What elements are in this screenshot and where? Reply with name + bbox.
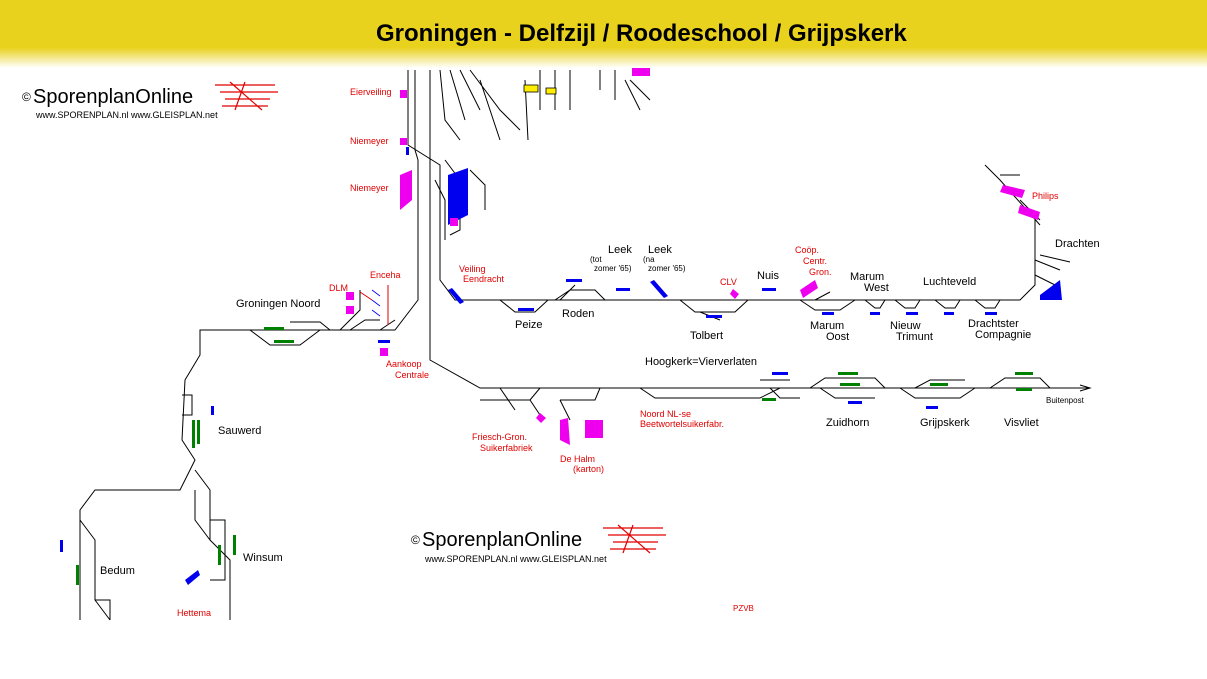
label-friesch-gron: Friesch-Gron.Suikerfabriek <box>472 432 533 453</box>
logo-copyright: © <box>411 533 420 547</box>
header-bar: Groningen - Delfzijl / Roodeschool / Gri… <box>0 0 1207 68</box>
label-dlm: DLM <box>329 283 348 293</box>
platforms-blue <box>60 147 1062 585</box>
label-philips: Philips <box>1032 191 1059 201</box>
siding-marker <box>359 285 389 325</box>
station-roden: Roden <box>562 308 594 320</box>
logo-sub-text: www.SPORENPLAN.nl www.GLEISPLAN.net <box>424 554 607 564</box>
dashed-marks <box>371 289 381 317</box>
track-lines <box>79 69 1090 621</box>
station-groningen-noord: Groningen Noord <box>236 298 320 310</box>
industry-buildings <box>346 68 1040 445</box>
logo-sub-text: www.SPORENPLAN.nl www.GLEISPLAN.net <box>35 110 218 120</box>
page-title: Groningen - Delfzijl / Roodeschool / Gri… <box>376 20 907 47</box>
station-nuis: Nuis <box>757 270 780 282</box>
station-zuidhorn: Zuidhorn <box>826 417 869 429</box>
platforms-green <box>76 327 1033 585</box>
station-peize: Peize <box>515 319 543 331</box>
direction-arrow <box>1079 384 1092 392</box>
station-winsum: Winsum <box>243 552 283 564</box>
station-grijpskerk: Grijpskerk <box>920 417 970 429</box>
label-niemeyer-2: Niemeyer <box>350 183 389 193</box>
signal-boxes <box>523 84 557 95</box>
station-leek-na: Leek <box>648 244 672 256</box>
station-sauwerd: Sauwerd <box>218 425 261 437</box>
station-buitenpost: Buitenpost <box>1046 396 1085 405</box>
logo-track-mark <box>215 81 278 111</box>
label-hettema: Hettema <box>177 608 211 618</box>
label-coop: Coöp.Centr.Gron. <box>795 245 832 277</box>
label-eierveiling: Eierveiling <box>350 87 392 97</box>
station-bedum: Bedum <box>100 565 135 577</box>
station-hoogkerk: Hoogkerk=Vierverlaten <box>645 356 757 368</box>
logo-center: © SporenplanOnline www.SPORENPLAN.nl www… <box>411 524 666 564</box>
logo-track-mark <box>603 524 666 554</box>
label-enceha: Enceha <box>370 270 401 280</box>
station-leek-tot: Leek <box>608 244 632 256</box>
label-clv: CLV <box>720 277 737 287</box>
station-drachten: Drachten <box>1055 238 1100 250</box>
logo-copyright: © <box>22 90 31 104</box>
label-niemeyer-1: Niemeyer <box>350 136 389 146</box>
label-de-halm: De Halm(karton) <box>560 454 604 474</box>
logo-top-left: © SporenplanOnline www.SPORENPLAN.nl www… <box>22 81 278 120</box>
logo-main-text: SporenplanOnline <box>422 529 582 551</box>
label-pzvb: PZVB <box>733 604 754 613</box>
station-visvliet: Visvliet <box>1004 417 1039 429</box>
station-tolbert: Tolbert <box>690 330 723 342</box>
logo-main-text: SporenplanOnline <box>33 86 193 108</box>
station-luchteveld: Luchteveld <box>923 276 976 288</box>
